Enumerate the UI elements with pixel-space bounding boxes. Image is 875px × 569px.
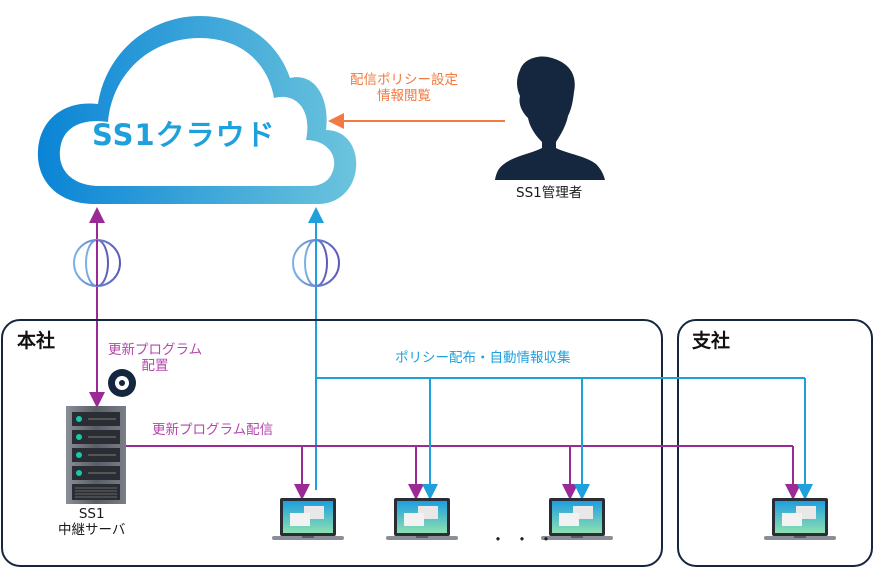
- policy-flow-label: ポリシー配布・自動情報収集: [395, 350, 571, 366]
- more-clients-ellipsis: ・・・: [490, 530, 563, 549]
- branch-office-label: 支社: [692, 330, 731, 352]
- person-silhouette-icon: [495, 56, 605, 180]
- disc-icon: [108, 369, 136, 397]
- admin-action-line2: 情報閲覧: [377, 88, 431, 105]
- admin-label: SS1管理者: [516, 185, 583, 201]
- cloud-shape: [37, 16, 357, 204]
- admin-action-label: 配信ポリシー設定 情報閲覧: [350, 72, 458, 104]
- branch-office-box: [677, 319, 873, 567]
- relay-server-line2: 中継サーバ: [58, 522, 126, 539]
- globe-icon: [292, 239, 340, 287]
- laptop-icon: [541, 498, 613, 540]
- relay-server-label: SS1 中継サーバ: [58, 506, 125, 538]
- update-placement-line1: 更新プログラム: [108, 342, 203, 358]
- head-office-label: 本社: [17, 330, 56, 352]
- update-delivery-label: 更新プログラム配信: [152, 422, 274, 438]
- laptop-icon: [272, 498, 344, 540]
- laptop-icon: [764, 498, 836, 540]
- update-placement-label: 更新プログラム 配置: [108, 342, 202, 374]
- relay-server-line1: SS1: [78, 506, 105, 522]
- update-placement-line2: 配置: [141, 358, 169, 375]
- admin-action-line1: 配信ポリシー設定: [350, 72, 458, 88]
- cloud-title: SS1クラウド: [92, 118, 276, 152]
- laptop-icon: [386, 498, 458, 540]
- head-office-box: [1, 319, 663, 567]
- server-slot: [72, 412, 120, 500]
- server-icon: [66, 406, 126, 504]
- globe-icon: [73, 239, 121, 287]
